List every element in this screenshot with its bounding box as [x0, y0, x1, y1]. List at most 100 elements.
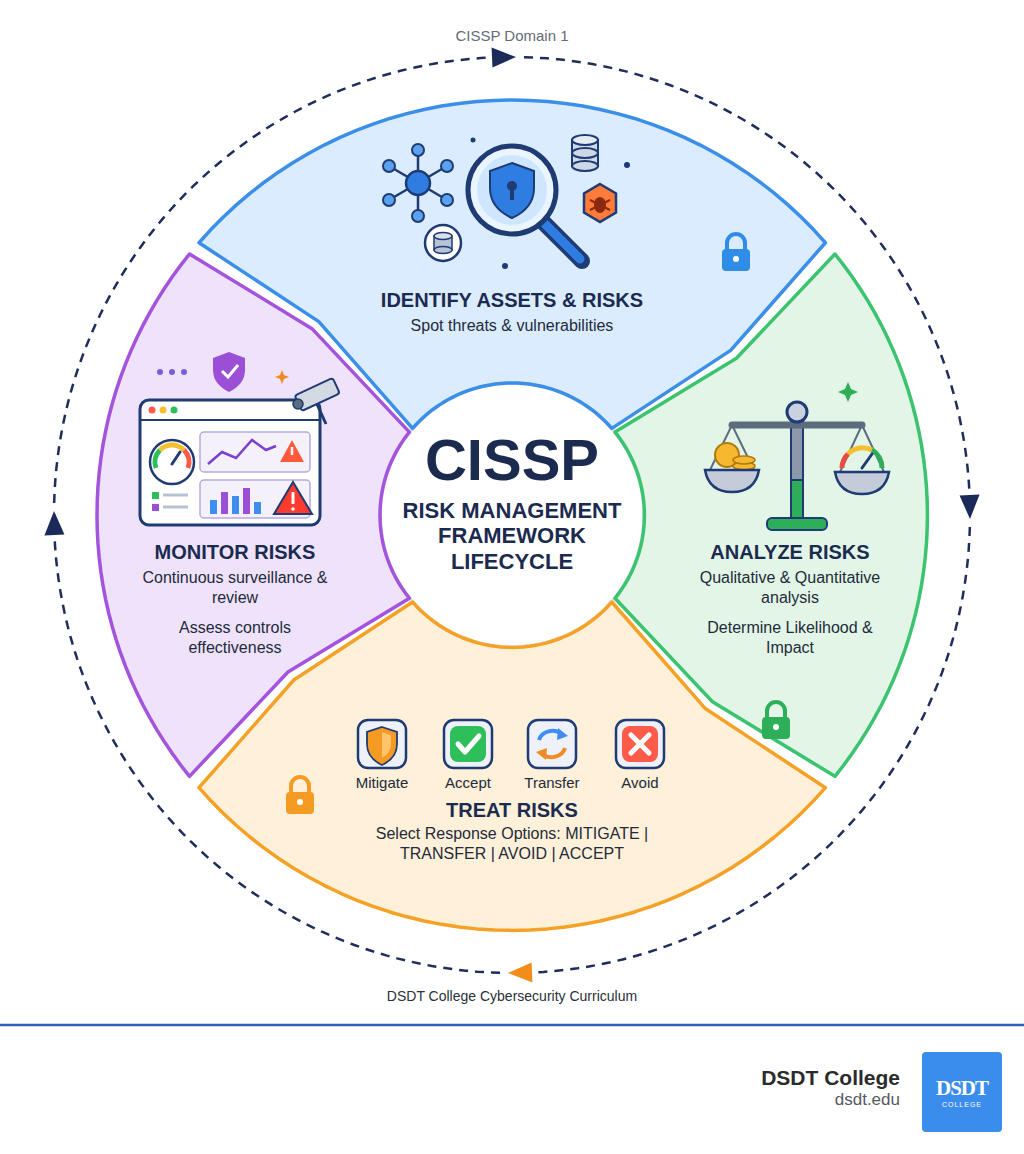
network-icon	[412, 210, 424, 222]
network-icon	[406, 171, 430, 195]
phase-description: Qualitative & Quantitative analysis	[695, 568, 885, 608]
dashboard-icon	[152, 492, 159, 499]
dashboard-icon	[160, 407, 167, 414]
arrow-head	[492, 47, 516, 67]
avoid-icon	[631, 735, 649, 753]
database-icon	[572, 148, 598, 158]
mitigate-icon	[367, 727, 397, 765]
footer-rule	[0, 1024, 1024, 1027]
network-icon	[412, 144, 424, 156]
dashboard-icon	[274, 482, 312, 514]
shield-icon	[222, 365, 238, 377]
logo-subtext: COLLEGE	[924, 1101, 1000, 1109]
decor-dot	[169, 369, 175, 375]
bug-icon	[584, 184, 616, 222]
transfer-icon	[536, 728, 568, 760]
dashboard-icon	[160, 445, 184, 450]
decor-dot	[624, 162, 630, 168]
dashboard-icon	[140, 419, 320, 421]
center-title: CISSP	[387, 428, 637, 492]
diagram-title: CISSP Domain 1	[362, 27, 662, 45]
node-outline	[195, 96, 829, 432]
dashboard-icon	[232, 496, 239, 514]
logo-badge	[922, 1052, 1002, 1132]
camera-icon	[293, 399, 303, 409]
padlock-icon	[722, 249, 750, 271]
phase-description: Continuous surveillance & review	[140, 568, 330, 608]
phase-heading: TREAT RISKS	[362, 798, 662, 823]
network-icon	[383, 160, 395, 172]
dashboard-icon	[291, 447, 294, 455]
avoid-icon	[631, 735, 649, 753]
accept-icon	[450, 726, 486, 762]
padlock-icon	[762, 717, 790, 739]
phase-description: Select Response Options: MITIGATE | TRAN…	[342, 824, 682, 864]
bug-icon	[590, 200, 610, 210]
transfer-icon	[557, 728, 568, 740]
center-subtitle: RISK MANAGEMENT FRAMEWORK LIFECYCLE	[395, 498, 630, 574]
arrow-head	[960, 495, 980, 519]
decor-dot	[157, 369, 187, 375]
scale-icon	[787, 402, 807, 422]
dashboard-icon	[254, 502, 261, 514]
option-label: Transfer	[510, 774, 594, 793]
dashboard-icon	[292, 492, 295, 504]
magnifier-icon	[490, 163, 534, 218]
option-label: Accept	[426, 774, 510, 793]
node-outline	[195, 598, 829, 934]
dashboard-icon	[171, 407, 178, 414]
dashboard-icon	[208, 440, 276, 464]
footer-rule	[0, 1025, 1024, 1026]
magnifier-icon	[477, 155, 547, 225]
accept-icon	[458, 736, 479, 752]
logo-text: DSDT	[924, 1076, 1000, 1101]
magnifier-icon	[510, 188, 514, 200]
dashboard-icon	[210, 500, 217, 514]
network-icon	[441, 194, 453, 206]
option-tile	[616, 720, 664, 768]
mitigate-icon	[382, 732, 391, 758]
logo-badge	[922, 1052, 1002, 1132]
option-label: Mitigate	[340, 774, 424, 793]
avoid-icon	[622, 726, 658, 762]
database-icon	[434, 233, 452, 240]
phase-segment: MONITOR RISKSContinuous surveillance & r…	[93, 250, 413, 780]
decor-dot	[181, 369, 187, 375]
option-label: Avoid	[598, 774, 682, 793]
phase-segment: IDENTIFY ASSETS & RISKS Spot threats & vu…	[195, 96, 829, 432]
database-icon	[434, 247, 452, 254]
padlock-icon	[773, 724, 779, 730]
diagram-caption: DSDT College Cybersecurity Curriculum	[312, 988, 712, 1005]
dashboard-icon	[221, 492, 228, 514]
database-icon	[572, 135, 598, 171]
dashboard-icon	[280, 440, 304, 462]
database-icon	[425, 225, 461, 261]
mitigate-icon	[367, 727, 397, 765]
option-tile	[528, 720, 576, 768]
phase-description: Determine Likelihood & Impact	[695, 618, 885, 658]
segment-shape	[97, 254, 409, 776]
decor-dot	[471, 138, 476, 143]
dashboard-icon	[155, 450, 160, 468]
center-circle: CISSPRISK MANAGEMENT FRAMEWORK LIFECYCLE	[376, 379, 648, 651]
dashboard-icon	[152, 504, 159, 511]
bug-icon	[590, 200, 610, 210]
network-icon	[383, 194, 395, 206]
option-tile	[358, 720, 406, 768]
database-icon	[572, 135, 598, 145]
phase-heading: IDENTIFY ASSETS & RISKS	[332, 288, 692, 313]
bug-icon	[584, 184, 616, 222]
padlock-icon	[733, 256, 739, 262]
dashboard-icon	[149, 407, 156, 414]
phase-heading: ANALYZE RISKS	[690, 540, 890, 565]
phase-description: Spot threats & vulnerabilities	[362, 316, 662, 336]
dashboard-icon	[163, 506, 188, 509]
database-icon	[572, 161, 598, 171]
node-outline	[93, 250, 413, 780]
database-icon	[425, 225, 461, 261]
dashboard-icon	[291, 507, 295, 511]
avoid-icon	[622, 726, 658, 762]
magnifier-icon	[468, 146, 556, 234]
